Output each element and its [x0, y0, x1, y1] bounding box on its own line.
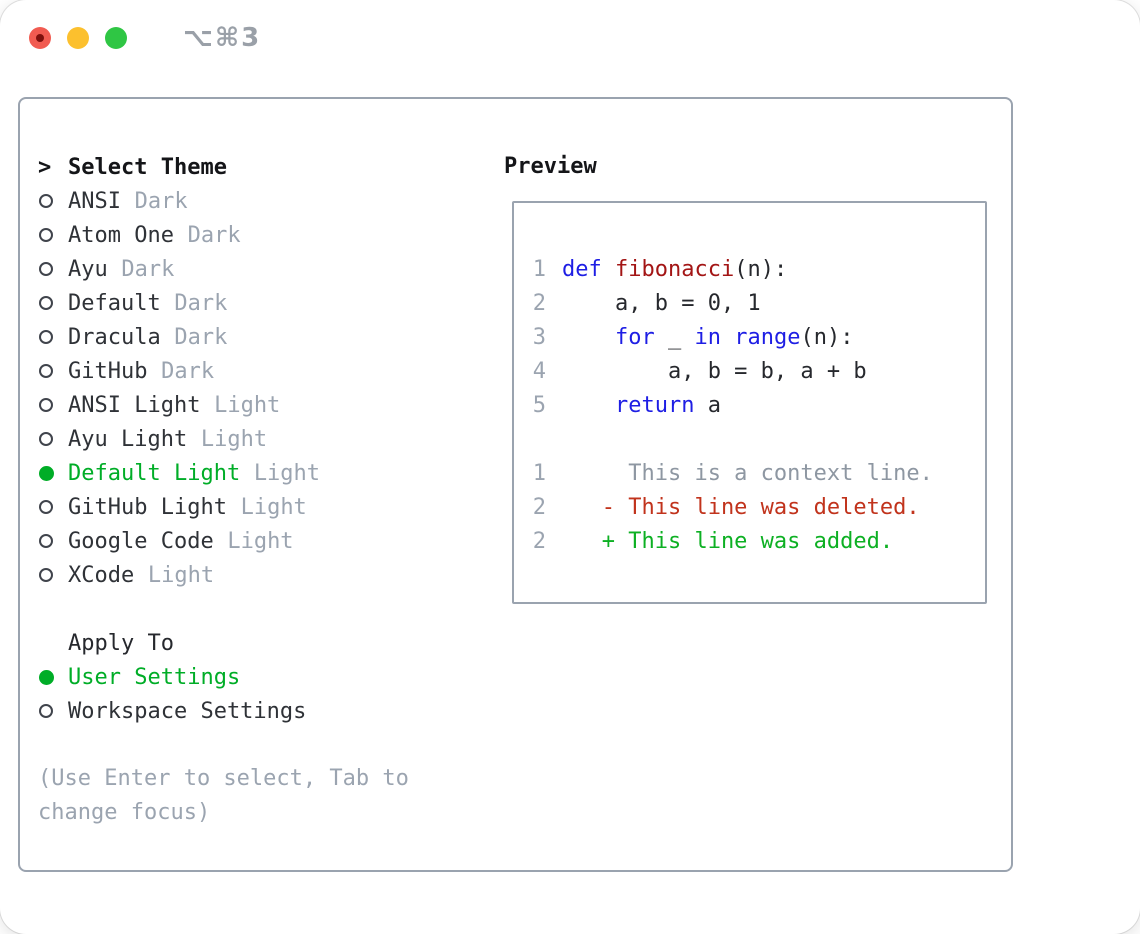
option-label: Ayu Light: [68, 426, 188, 452]
zoom-button[interactable]: [105, 27, 127, 49]
keyboard-hint: (Use Enter to select, Tab to change focu…: [38, 766, 409, 825]
line-code: return a: [614, 392, 721, 418]
option-variant-label: Light: [147, 562, 215, 588]
option-variant-label: Light: [253, 460, 321, 486]
theme-option-ansi-light[interactable]: ANSI Light Light: [38, 388, 488, 422]
option-label: Default: [68, 290, 161, 316]
theme-option-ayu[interactable]: Ayu Dark: [38, 252, 488, 286]
radio-icon: [39, 465, 54, 481]
theme-list: ANSI Dark Atom One Dark Ayu Dark Default…: [38, 184, 488, 592]
window-title-shortcut: ⌥⌘3: [183, 23, 262, 53]
radio-icon: [39, 262, 53, 276]
apply-to-list: User Settings Workspace Settings: [38, 660, 488, 728]
preview-line: [530, 422, 985, 456]
radio-icon: [39, 568, 53, 582]
radio-icon: [39, 534, 53, 548]
option-variant-label: Dark: [121, 256, 175, 282]
line-number: 1: [532, 256, 546, 282]
radio-icon: [39, 194, 53, 208]
close-button[interactable]: [29, 27, 51, 49]
option-label: XCode: [68, 562, 135, 588]
preview-line: 3 for _ in range(n):: [530, 320, 985, 354]
preview-line: 5 return a: [530, 388, 985, 422]
theme-option-github-light[interactable]: GitHub Light Light: [38, 490, 488, 524]
option-label: Atom One: [68, 222, 174, 248]
option-variant-label: Light: [200, 426, 268, 452]
radio-icon: [39, 228, 53, 242]
line-code: def fibonacci(n):: [562, 256, 788, 282]
theme-selector-column: > Select Theme ANSI Dark Atom One Dark A…: [38, 150, 488, 830]
line-code: + This line was added.: [562, 528, 894, 554]
option-variant-label: Dark: [174, 290, 228, 316]
theme-option-xcode[interactable]: XCode Light: [38, 558, 488, 592]
theme-option-atom-one[interactable]: Atom One Dark: [38, 218, 488, 252]
minimize-button[interactable]: [67, 27, 89, 49]
option-label: ANSI Light: [68, 392, 201, 418]
theme-option-ayu-light[interactable]: Ayu Light Light: [38, 422, 488, 456]
radio-icon: [39, 432, 53, 446]
select-theme-header-row: > Select Theme: [38, 150, 488, 184]
line-code: for _ in range(n):: [614, 324, 854, 350]
option-variant-label: Dark: [187, 222, 241, 248]
apply-option-workspace-settings[interactable]: Workspace Settings: [38, 694, 488, 728]
radio-icon: [39, 330, 53, 344]
preview-line: 2 a, b = 0, 1: [530, 286, 985, 320]
apply-to-header-row: Apply To: [38, 626, 488, 660]
preview-column: Preview 1 def fibonacci(n): 2 a, b = 0, …: [504, 150, 1004, 604]
theme-option-dracula[interactable]: Dracula Dark: [38, 320, 488, 354]
line-number: 1: [532, 460, 546, 486]
option-label: Ayu: [68, 256, 108, 282]
preview-line: 1 This is a context line.: [530, 456, 985, 490]
theme-option-default-light[interactable]: Default Light Light: [38, 456, 488, 490]
line-code: - This line was deleted.: [562, 494, 920, 520]
option-label: User Settings: [68, 664, 241, 690]
line-code: a, b = 0, 1: [562, 290, 761, 316]
option-variant-label: Dark: [174, 324, 228, 350]
option-label: Dracula: [68, 324, 161, 350]
line-number: 3: [532, 324, 546, 350]
radio-icon: [39, 296, 53, 310]
apply-to-header: Apply To: [68, 630, 174, 656]
theme-option-ansi[interactable]: ANSI Dark: [38, 184, 488, 218]
preview-line: 1 def fibonacci(n):: [530, 252, 985, 286]
radio-icon: [39, 398, 53, 412]
radio-icon: [39, 704, 53, 718]
option-label: Workspace Settings: [68, 698, 307, 724]
option-variant-label: Light: [214, 392, 281, 418]
option-variant-label: Dark: [134, 188, 188, 214]
radio-icon: [39, 500, 53, 514]
preview-line: 2 + This line was added.: [530, 524, 985, 558]
option-label: Google Code: [68, 528, 214, 554]
option-label: GitHub: [68, 358, 148, 384]
theme-option-google-code[interactable]: Google Code Light: [38, 524, 488, 558]
theme-option-github[interactable]: GitHub Dark: [38, 354, 488, 388]
preview-line: 4 a, b = b, a + b: [530, 354, 985, 388]
main-panel: > Select Theme ANSI Dark Atom One Dark A…: [18, 97, 1013, 872]
option-label: GitHub Light: [68, 494, 227, 520]
select-theme-header: Select Theme: [68, 154, 227, 180]
line-number: 2: [532, 528, 546, 554]
line-number: 2: [532, 494, 546, 520]
preview-header: Preview: [504, 154, 597, 179]
radio-icon: [39, 669, 54, 685]
titlebar: ⌥⌘3: [0, 0, 1140, 76]
apply-option-user-settings[interactable]: User Settings: [38, 660, 488, 694]
pointer-icon: >: [38, 154, 52, 180]
close-button-dot-icon: [36, 34, 44, 42]
line-code: This is a context line.: [562, 460, 933, 486]
line-number: 2: [532, 290, 546, 316]
theme-option-default[interactable]: Default Dark: [38, 286, 488, 320]
spacer: [38, 592, 488, 626]
option-label: ANSI: [68, 188, 121, 214]
option-variant-label: Light: [240, 494, 307, 520]
option-variant-label: Dark: [161, 358, 215, 384]
preview-box: 1 def fibonacci(n): 2 a, b = 0, 1 3 for …: [512, 201, 987, 604]
radio-icon: [39, 364, 53, 378]
option-label: Default Light: [68, 460, 241, 486]
line-number: 5: [532, 392, 546, 418]
preview-line: 2 - This line was deleted.: [530, 490, 985, 524]
line-code: a, b = b, a + b: [562, 358, 867, 384]
line-number: 4: [532, 358, 546, 384]
option-variant-label: Light: [227, 528, 294, 554]
